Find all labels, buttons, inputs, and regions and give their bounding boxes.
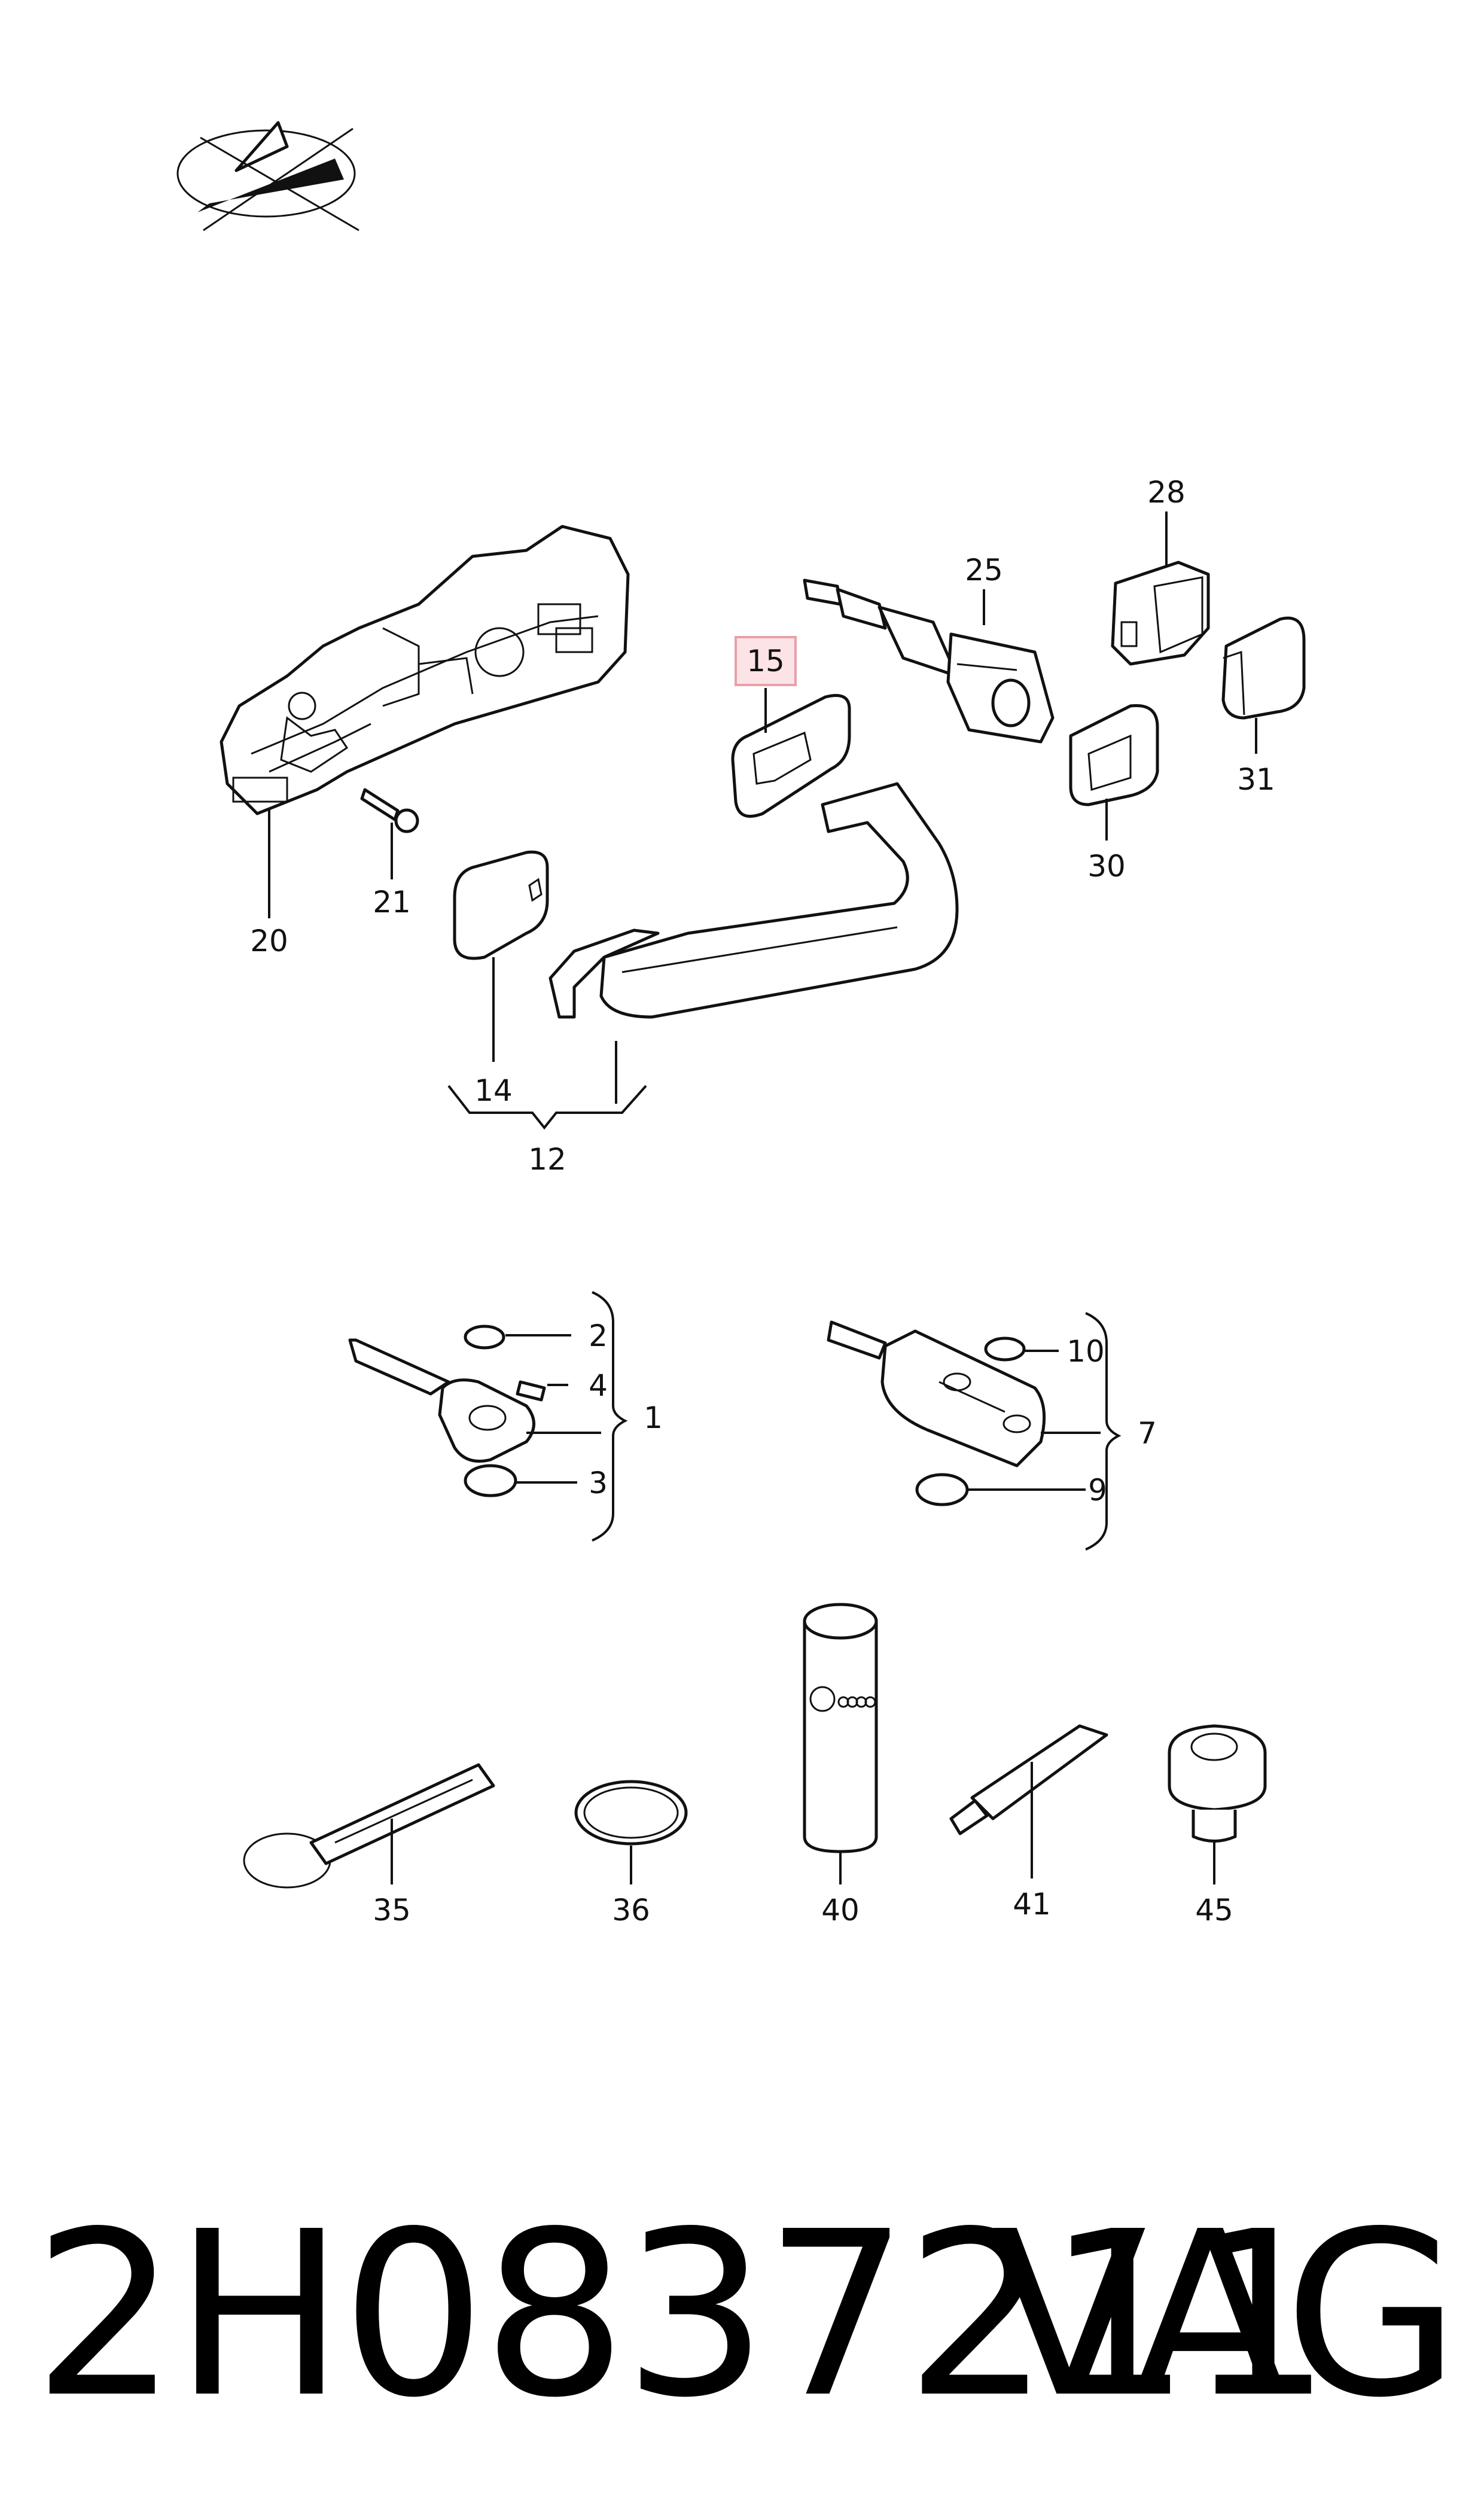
key-part[interactable] <box>348 1325 546 1497</box>
callout-20[interactable]: 20 <box>250 924 288 958</box>
brand-logo-icon <box>176 121 359 232</box>
callout-4[interactable]: 4 <box>589 1368 608 1403</box>
callout-30[interactable]: 30 <box>1087 849 1126 884</box>
callout-2[interactable]: 2 <box>589 1319 608 1353</box>
o-ring-part[interactable] <box>574 1780 688 1846</box>
callout-7[interactable]: 7 <box>1138 1416 1157 1451</box>
callout-45[interactable]: 45 <box>1195 1893 1233 1928</box>
rear-gasket-part[interactable] <box>731 694 851 818</box>
screw-part[interactable] <box>360 788 419 833</box>
callout-40[interactable]: 40 <box>821 1893 860 1928</box>
front-gasket-part[interactable] <box>453 850 549 960</box>
callout-31[interactable]: 31 <box>1237 762 1275 797</box>
cap-plug-part[interactable] <box>1168 1724 1267 1843</box>
callout-41[interactable]: 41 <box>1013 1887 1051 1922</box>
callout-28[interactable]: 28 <box>1147 475 1186 510</box>
leader-lines <box>268 511 1257 1884</box>
remote-key-part[interactable] <box>827 1320 1046 1506</box>
brand-name: VAG <box>991 2182 1460 2447</box>
lock-bracket-part[interactable] <box>1111 561 1210 666</box>
callout-35[interactable]: 35 <box>373 1893 411 1928</box>
lock-cylinder-part[interactable] <box>803 578 1055 744</box>
lubricant-can-part[interactable] <box>803 1603 878 1853</box>
callout-9[interactable]: 9 <box>1088 1473 1107 1508</box>
callout-15[interactable]: 15 <box>746 644 785 678</box>
key-tag-part[interactable] <box>243 1763 495 1889</box>
grease-tube-part[interactable] <box>949 1724 1108 1835</box>
callout-12[interactable]: 12 <box>528 1142 566 1177</box>
callout-labels: 15 20 21 25 28 30 31 14 12 2 4 1 3 10 7 … <box>250 475 1275 1928</box>
callout-36[interactable]: 36 <box>612 1893 650 1928</box>
callout-21[interactable]: 21 <box>373 885 411 919</box>
callout-15-highlight <box>735 636 797 686</box>
end-cap-part[interactable] <box>1221 616 1306 720</box>
handle-carrier-part[interactable] <box>220 525 630 815</box>
part-number: 2H0837211 <box>33 2182 1332 2447</box>
callout-3[interactable]: 3 <box>589 1466 608 1500</box>
door-handle-part[interactable] <box>548 782 959 1019</box>
callout-1[interactable]: 1 <box>644 1400 663 1435</box>
lock-cap-part[interactable] <box>1069 704 1159 806</box>
callout-14[interactable]: 14 <box>474 1073 513 1108</box>
callout-10[interactable]: 10 <box>1066 1334 1105 1369</box>
exploded-parts-diagram: 15 20 21 25 28 30 31 14 12 2 4 1 3 10 7 … <box>176 121 1306 1928</box>
callout-25[interactable]: 25 <box>965 553 1003 587</box>
